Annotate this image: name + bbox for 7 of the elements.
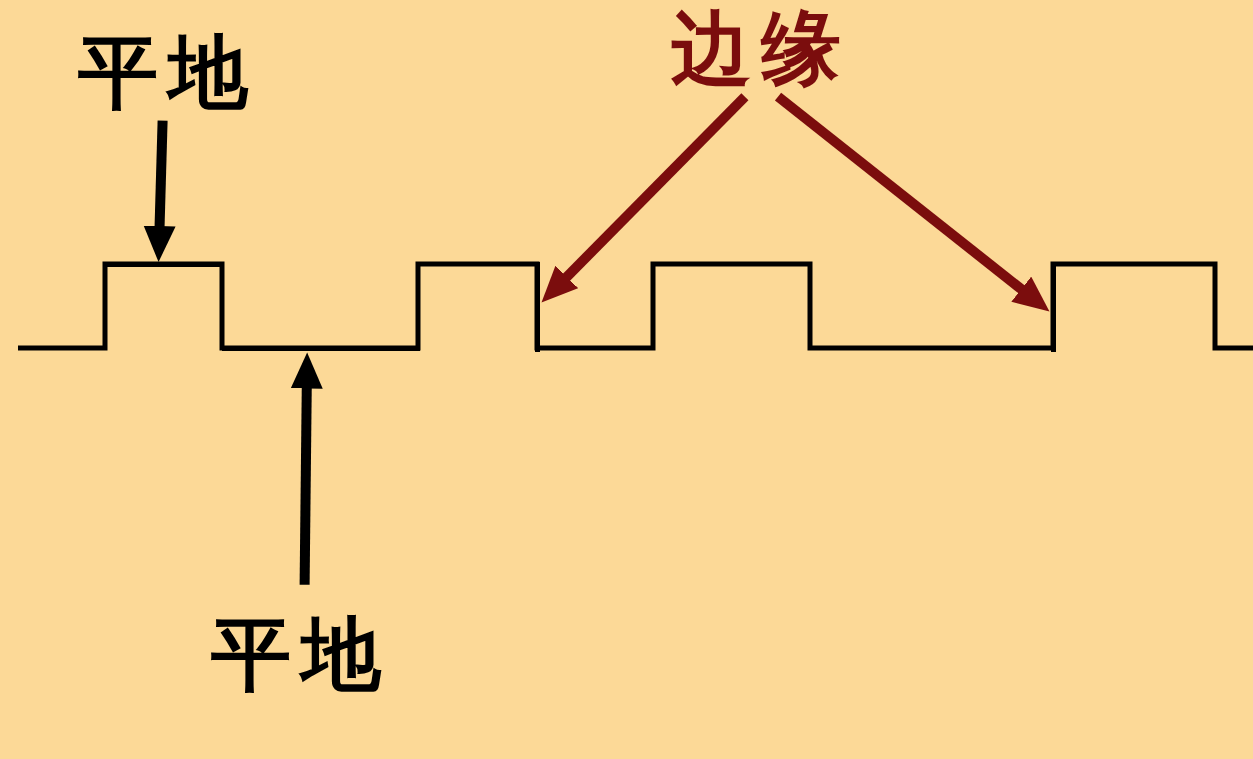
arrow: [774, 92, 1050, 312]
callout-label: 边缘: [663, 4, 858, 94]
arrow: [143, 120, 176, 262]
callout-label: 平地: [211, 610, 391, 700]
arrow: [541, 93, 749, 303]
callout-label: 平地: [78, 28, 258, 118]
arrow: [290, 352, 323, 585]
